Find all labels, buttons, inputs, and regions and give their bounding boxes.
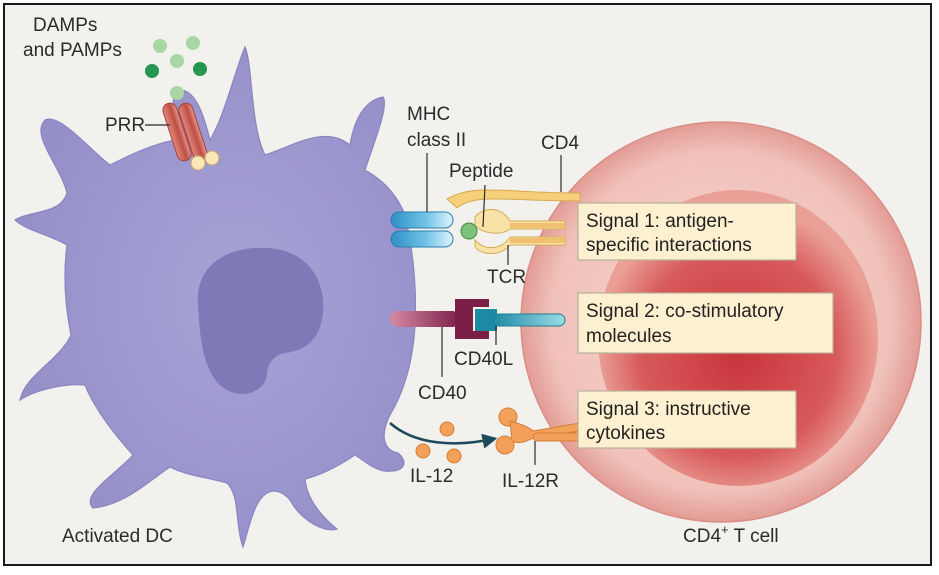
- signal-1-line1: Signal 1: antigen-: [586, 211, 734, 232]
- damp-dot: [153, 39, 167, 53]
- il-12-molecules: [415, 421, 462, 464]
- cd40-label: CD40: [418, 383, 467, 404]
- peptide: [460, 222, 478, 240]
- mhc-label-line1: MHC: [407, 104, 450, 125]
- cd40l: [475, 309, 566, 331]
- peptide-label: Peptide: [449, 161, 513, 182]
- damps-label-line2: and PAMPs: [23, 40, 122, 61]
- tcr: [474, 209, 566, 254]
- signal-2-line1: Signal 2: co-stimulatory: [586, 301, 784, 322]
- t-cell-label-suffix: T cell: [729, 526, 779, 547]
- t-cell-label-prefix: CD4: [683, 526, 721, 547]
- il-12-receptor: [495, 407, 582, 455]
- immune-synapse-diagram: Signal 1: antigen- specific interactions…: [14, 15, 922, 549]
- dc-nucleus: [197, 247, 324, 395]
- damp-dot: [186, 36, 200, 50]
- prr-receptor: [162, 102, 220, 171]
- cytokine-arrow: [389, 422, 498, 449]
- signal-3-line2: cytokines: [586, 423, 665, 444]
- cd40: [390, 299, 489, 339]
- il12-dot: [439, 421, 455, 437]
- cd4-molecule: [446, 189, 581, 209]
- signal-2-line2: molecules: [586, 326, 672, 347]
- il12-dot: [446, 448, 462, 464]
- damps-label-line1: DAMPs: [33, 15, 97, 36]
- cd4-label: CD4: [541, 133, 579, 154]
- t-cell-label: CD4+ T cell: [683, 522, 779, 547]
- dendritic-cell: [14, 45, 417, 549]
- prr-label: PRR: [105, 115, 145, 136]
- signal-1-line2: specific interactions: [586, 235, 752, 256]
- signal-2-box: Signal 2: co-stimulatory molecules: [577, 292, 834, 354]
- damp-dot: [170, 54, 184, 68]
- pamp-dot: [193, 62, 207, 76]
- signal-3-line1: Signal 3: instructive: [586, 399, 751, 420]
- activated-dc-label: Activated DC: [62, 526, 173, 547]
- il12-label: IL-12: [410, 466, 453, 487]
- damp-dot: [170, 86, 184, 100]
- signal-1-box: Signal 1: antigen- specific interactions: [577, 202, 797, 261]
- mhc-label-line2: class II: [407, 130, 466, 151]
- figure-frame: Signal 1: antigen- specific interactions…: [3, 3, 932, 566]
- signal-3-box: Signal 3: instructive cytokines: [577, 390, 797, 449]
- peptide-leader-line: [482, 184, 486, 228]
- mhc-class-ii: [390, 211, 454, 248]
- pamp-dot: [145, 64, 159, 78]
- t-cell-label-sup: +: [721, 522, 729, 537]
- tcr-label: TCR: [487, 267, 526, 288]
- damps-pamps-molecules: [145, 36, 207, 100]
- il12-dot: [415, 443, 431, 459]
- il12r-label: IL-12R: [502, 471, 559, 492]
- cd40l-label: CD40L: [454, 349, 513, 370]
